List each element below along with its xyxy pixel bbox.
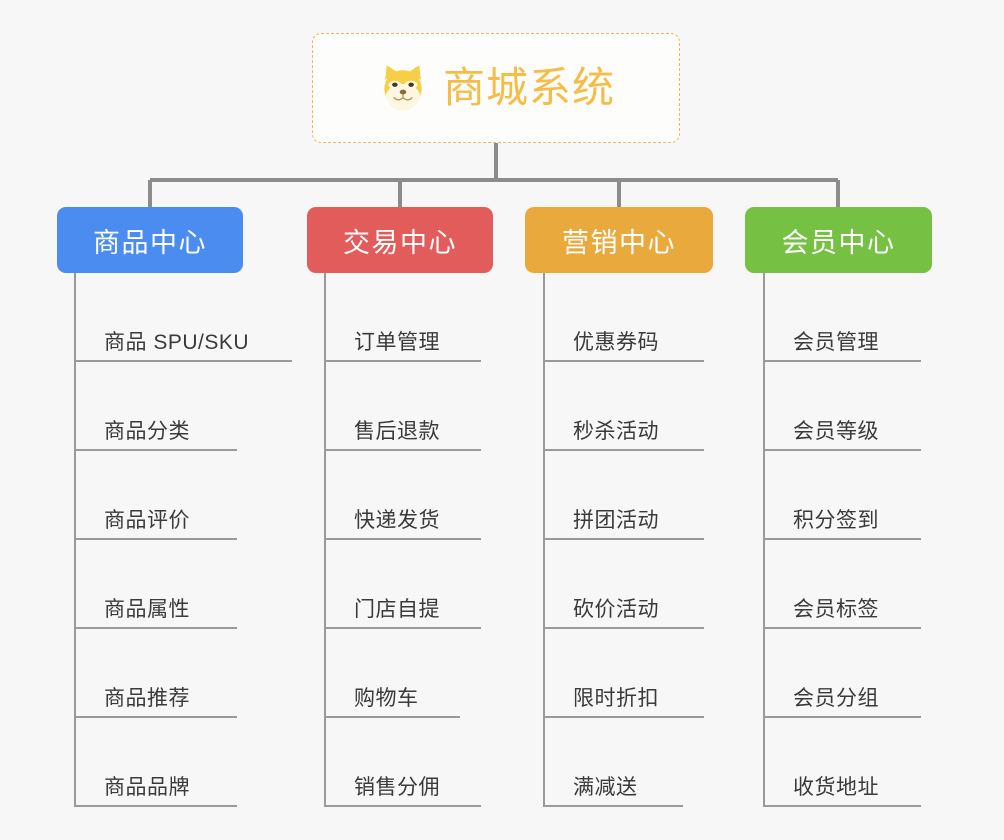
leaf-item[interactable]: 商品推荐 — [74, 629, 297, 718]
leaf-rule — [543, 716, 704, 718]
leaf-item[interactable]: 砍价活动 — [543, 540, 713, 629]
column-spine — [324, 273, 326, 807]
leaf-item[interactable]: 销售分佣 — [324, 718, 493, 807]
leaf-item[interactable]: 会员标签 — [763, 540, 932, 629]
leaf-rule — [763, 360, 921, 362]
leaf-item[interactable]: 购物车 — [324, 629, 493, 718]
leaf-rule — [324, 627, 481, 629]
leaf-item[interactable]: 快递发货 — [324, 451, 493, 540]
leaf-rule — [763, 627, 921, 629]
leaf-item[interactable]: 拼团活动 — [543, 451, 713, 540]
leaf-rule — [763, 449, 921, 451]
leaf-rule — [324, 805, 481, 807]
leaf-rule — [324, 538, 481, 540]
leaf-rule — [74, 360, 292, 362]
leaf-item[interactable]: 会员管理 — [763, 273, 932, 362]
leaf-label: 拼团活动 — [573, 509, 659, 532]
leaf-label: 商品属性 — [104, 598, 190, 621]
leaf-item[interactable]: 限时折扣 — [543, 629, 713, 718]
leaf-list-marketing-center: 优惠券码 秒杀活动 拼团活动 砍价活动 限时折扣 满减送 — [543, 273, 713, 807]
leaf-item[interactable]: 满减送 — [543, 718, 713, 807]
leaf-label: 限时折扣 — [573, 687, 659, 710]
category-column-product-center: 商品中心 商品 SPU/SKU 商品分类 商品评价 商品属性 商品推荐 — [57, 207, 297, 807]
leaf-label: 快递发货 — [354, 509, 440, 532]
root-node[interactable]: 商城系统 — [312, 33, 680, 143]
leaf-item[interactable]: 门店自提 — [324, 540, 493, 629]
leaf-rule — [543, 360, 704, 362]
category-label: 营销中心 — [562, 227, 676, 258]
column-spine — [74, 273, 76, 807]
leaf-rule — [324, 360, 481, 362]
leaf-label: 商品 SPU/SKU — [104, 331, 250, 354]
leaf-label: 收货地址 — [793, 776, 879, 799]
leaf-label: 秒杀活动 — [573, 420, 659, 443]
leaf-list-product-center: 商品 SPU/SKU 商品分类 商品评价 商品属性 商品推荐 商品品牌 — [74, 273, 297, 807]
category-header-product-center[interactable]: 商品中心 — [57, 207, 243, 273]
leaf-rule — [543, 538, 704, 540]
leaf-label: 售后退款 — [354, 420, 440, 443]
leaf-item[interactable]: 秒杀活动 — [543, 362, 713, 451]
leaf-item[interactable]: 商品 SPU/SKU — [74, 273, 297, 362]
leaf-rule — [324, 716, 460, 718]
leaf-rule — [543, 627, 704, 629]
leaf-rule — [543, 805, 683, 807]
leaf-rule — [74, 449, 237, 451]
leaf-rule — [763, 538, 921, 540]
leaf-label: 满减送 — [573, 776, 638, 799]
leaf-label: 商品评价 — [104, 509, 190, 532]
category-column-marketing-center: 营销中心 优惠券码 秒杀活动 拼团活动 砍价活动 限时折扣 — [525, 207, 713, 807]
leaf-item[interactable]: 售后退款 — [324, 362, 493, 451]
leaf-item[interactable]: 会员分组 — [763, 629, 932, 718]
leaf-item[interactable]: 商品属性 — [74, 540, 297, 629]
category-header-marketing-center[interactable]: 营销中心 — [525, 207, 713, 273]
leaf-rule — [74, 805, 237, 807]
category-header-member-center[interactable]: 会员中心 — [745, 207, 932, 273]
category-label: 会员中心 — [781, 227, 896, 258]
shiba-dog-icon — [384, 65, 422, 111]
leaf-label: 会员标签 — [793, 598, 879, 621]
leaf-item[interactable]: 商品评价 — [74, 451, 297, 540]
leaf-item[interactable]: 商品分类 — [74, 362, 297, 451]
leaf-label: 门店自提 — [354, 598, 440, 621]
leaf-label: 会员等级 — [793, 420, 879, 443]
leaf-label: 销售分佣 — [354, 776, 440, 799]
leaf-label: 会员管理 — [793, 331, 879, 354]
category-label: 交易中心 — [343, 227, 457, 258]
leaf-item[interactable]: 会员等级 — [763, 362, 932, 451]
category-column-trade-center: 交易中心 订单管理 售后退款 快递发货 门店自提 购物车 — [307, 207, 493, 807]
leaf-rule — [74, 538, 237, 540]
leaf-item[interactable]: 订单管理 — [324, 273, 493, 362]
leaf-rule — [74, 627, 237, 629]
leaf-label: 会员分组 — [793, 687, 879, 710]
leaf-list-member-center: 会员管理 会员等级 积分签到 会员标签 会员分组 收货地址 — [763, 273, 932, 807]
leaf-item[interactable]: 收货地址 — [763, 718, 932, 807]
leaf-label: 优惠券码 — [573, 331, 659, 354]
category-column-member-center: 会员中心 会员管理 会员等级 积分签到 会员标签 会员分组 — [745, 207, 932, 807]
leaf-label: 商品品牌 — [104, 776, 190, 799]
leaf-rule — [324, 449, 481, 451]
leaf-label: 商品推荐 — [104, 687, 190, 710]
leaf-list-trade-center: 订单管理 售后退款 快递发货 门店自提 购物车 销售分佣 — [324, 273, 493, 807]
leaf-rule — [543, 449, 704, 451]
leaf-item[interactable]: 商品品牌 — [74, 718, 297, 807]
leaf-item[interactable]: 优惠券码 — [543, 273, 713, 362]
category-header-trade-center[interactable]: 交易中心 — [307, 207, 493, 273]
leaf-rule — [763, 805, 921, 807]
column-spine — [763, 273, 765, 807]
leaf-item[interactable]: 积分签到 — [763, 451, 932, 540]
leaf-rule — [763, 716, 921, 718]
root-title: 商城系统 — [442, 64, 615, 111]
leaf-label: 购物车 — [354, 687, 419, 710]
leaf-label: 商品分类 — [104, 420, 190, 443]
leaf-label: 砍价活动 — [573, 598, 659, 621]
leaf-label: 订单管理 — [354, 331, 440, 354]
leaf-label: 积分签到 — [793, 509, 879, 532]
category-label: 商品中心 — [93, 227, 207, 258]
column-spine — [543, 273, 545, 807]
leaf-rule — [74, 716, 237, 718]
